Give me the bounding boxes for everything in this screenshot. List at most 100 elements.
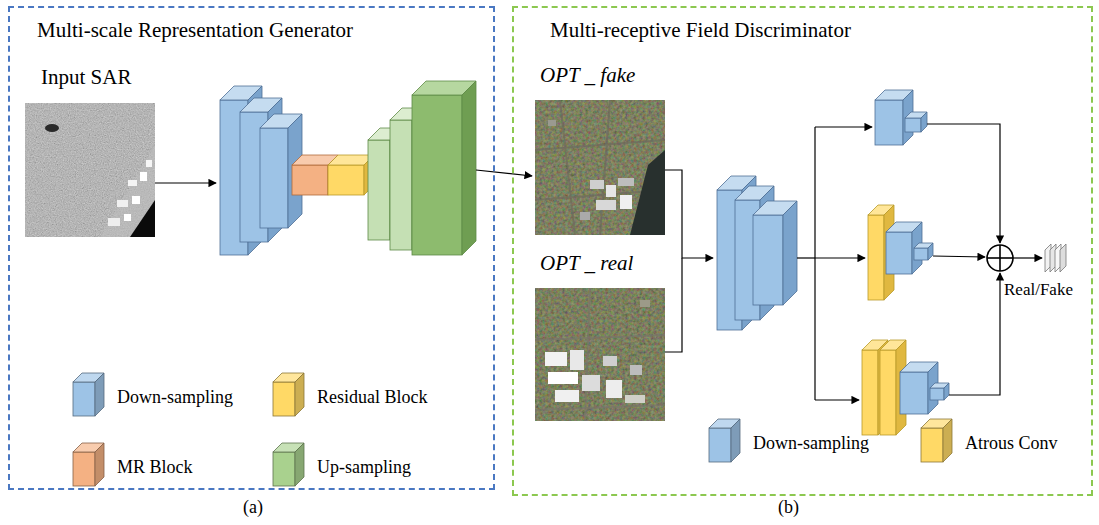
legend-swatch [921, 428, 943, 462]
optical-real-image [630, 365, 642, 375]
atrous-conv-block [868, 215, 884, 300]
branch-arrow [815, 399, 859, 400]
legend-swatch [272, 372, 305, 417]
upsampling-block [412, 95, 462, 255]
legend-text: Down-sampling [753, 433, 869, 455]
branch-arrow [815, 126, 872, 127]
downsampling-block [905, 118, 921, 132]
optical-real-image [606, 380, 622, 398]
residual-block [328, 155, 374, 195]
optical-fake-image [596, 200, 616, 210]
downsampling-block [717, 176, 797, 330]
sar-image [108, 218, 120, 226]
downsampling-block [900, 372, 928, 414]
downsampling-block [930, 388, 944, 400]
legend-swatch [273, 452, 295, 486]
mr-block [292, 165, 328, 195]
image-box: OPT _ real [535, 288, 665, 421]
merge-arrow [927, 124, 1000, 243]
merge-arrow [949, 273, 1000, 395]
atrous-conv-block [862, 350, 878, 435]
sar-image [130, 200, 155, 237]
legend-swatch [95, 443, 104, 486]
optical-real-image [603, 356, 617, 366]
optical-fake-image [580, 212, 590, 220]
optical-fake-image [535, 100, 665, 235]
optical-real-image [535, 288, 665, 421]
downsampling-block [875, 90, 927, 145]
downsampling-block [220, 86, 302, 255]
optical-real-image [640, 300, 650, 307]
optical-real-image [555, 390, 579, 402]
sar-image [25, 103, 155, 237]
optical-real-image [570, 350, 584, 370]
legend-text: MR Block [117, 457, 193, 479]
legend-swatch [272, 442, 305, 487]
merge-arrow [927, 124, 1042, 395]
optical-fake-image [548, 120, 556, 126]
sar-image [140, 172, 147, 181]
upsampling-block [390, 120, 412, 250]
optical-real-image [535, 288, 665, 421]
upsampling-block [368, 140, 390, 240]
sar-image [132, 196, 140, 204]
downsampling-block [928, 243, 933, 260]
image-box: Input SAR [25, 103, 155, 237]
downsampling-block [875, 100, 903, 145]
flow-arrow [665, 258, 682, 352]
optical-real-image [545, 352, 567, 366]
legend-text: Down-sampling [117, 387, 233, 409]
upsampling-block [368, 81, 476, 255]
sum-symbol [999, 245, 1001, 271]
optical-fake-image [618, 178, 634, 186]
merge-arrow [1013, 257, 1042, 258]
optical-fake-image [535, 100, 665, 235]
discriminator-panel: Multi-receptive Field DiscriminatorOPT _… [512, 6, 1093, 496]
legend-swatch [295, 373, 304, 416]
sum-symbol [987, 245, 1013, 271]
optical-fake-image [535, 100, 665, 235]
optical-fake-image [606, 185, 616, 197]
sar-image [45, 124, 59, 132]
sar-image [146, 160, 152, 167]
legend-swatch [73, 382, 95, 416]
optical-real-image [582, 375, 600, 391]
downsampling-block [886, 232, 912, 274]
sar-image [25, 103, 155, 237]
downsampling-block [914, 248, 928, 260]
sar-image [25, 103, 155, 237]
optical-fake-image [590, 180, 604, 189]
image-heading: OPT _ real [540, 251, 633, 276]
legend-swatch [73, 452, 95, 486]
upsampling-block [462, 81, 476, 255]
optical-real-image [625, 395, 645, 403]
residual-block [328, 165, 364, 195]
downsampling-block [753, 215, 783, 305]
subfigure-label: (b) [778, 497, 799, 519]
legend-swatch [273, 382, 295, 416]
output-label: Real/Fake [1004, 280, 1073, 300]
legend-text: Residual Block [317, 387, 428, 409]
optical-fake-image [620, 195, 632, 209]
atrous-conv-block [880, 350, 896, 435]
image-heading: Input SAR [41, 65, 131, 90]
legend-swatch [72, 442, 105, 487]
subfigure-label: (a) [243, 497, 263, 519]
legend-swatch [709, 428, 731, 462]
flow-arrow [665, 170, 713, 258]
sar-image [128, 180, 137, 186]
branch-arrow [797, 257, 815, 258]
legend-swatch [731, 419, 740, 462]
sar-image [124, 214, 131, 221]
flow-arrow [476, 170, 532, 176]
atrous-conv-block [862, 340, 906, 435]
downsampling-block [921, 112, 927, 132]
downsampling-block [886, 222, 933, 274]
image-heading: OPT _ fake [540, 63, 635, 88]
downsampling-block [944, 383, 949, 400]
branch-arrow [814, 127, 815, 400]
sar-image [25, 103, 155, 237]
output-map [1045, 244, 1066, 272]
output-map [1060, 244, 1066, 272]
optical-real-image [548, 372, 578, 384]
